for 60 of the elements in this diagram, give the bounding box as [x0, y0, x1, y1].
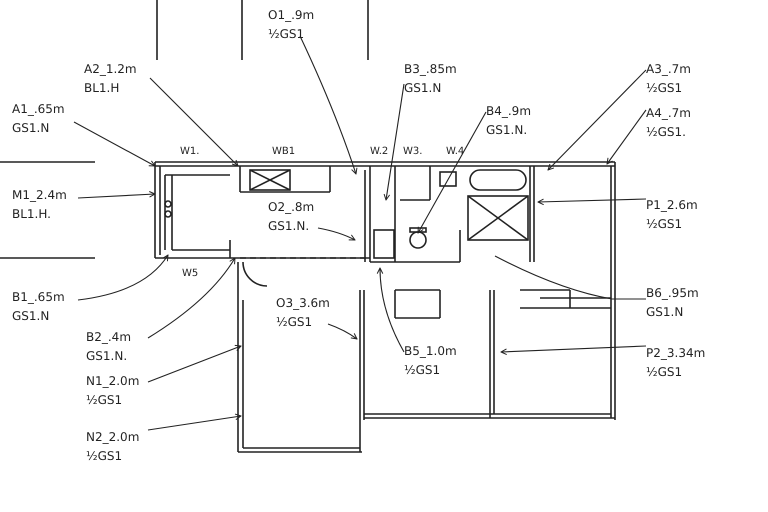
- wall-spec-label: ½GS1: [276, 315, 312, 330]
- leader-line: [150, 78, 238, 166]
- leader-line: [418, 112, 486, 234]
- leader-line: [500, 345, 646, 356]
- wall-length-label: N1_2.0m: [86, 374, 140, 389]
- window-label: W1.: [180, 146, 200, 158]
- wall-spec-label: BL1.H: [84, 81, 120, 96]
- leader-line: [494, 256, 646, 300]
- window-label: W3.: [403, 146, 422, 158]
- wall-length-label: O3_3.6m: [276, 296, 330, 311]
- wall-length-label: M1_2.4m: [12, 188, 67, 203]
- leader-line: [78, 191, 156, 199]
- leader-line: [384, 84, 405, 200]
- wall-length-label: B1_.65m: [12, 290, 65, 305]
- wall-length-label: B2_.4m: [86, 330, 132, 345]
- wall-length-label: A4_.7m: [646, 106, 691, 121]
- wall-spec-label: ½GS1: [646, 81, 682, 96]
- wall-spec-label: GS1.N: [404, 81, 442, 96]
- wall-spec-label: BL1.H.: [12, 207, 51, 222]
- wall-spec-label: GS1.N.: [268, 219, 310, 234]
- leader-line: [548, 70, 646, 170]
- leader-line: [606, 110, 646, 164]
- wall-length-label: B5_1.0m: [404, 344, 457, 359]
- wall-length-label: B3_.85m: [404, 62, 457, 77]
- wall-length-label: A1_.65m: [12, 102, 65, 117]
- leader-line: [148, 258, 236, 338]
- leader-line: [74, 122, 156, 166]
- wall-length-label: A2_1.2m: [84, 62, 137, 77]
- leader-line: [148, 344, 242, 383]
- leader-line: [300, 36, 358, 174]
- wall-spec-label: ½GS1: [646, 217, 682, 232]
- wall-length-label: N2_2.0m: [86, 430, 140, 445]
- leader-line: [78, 254, 168, 301]
- wall-spec-label: ½GS1: [86, 393, 122, 408]
- wall-spec-label: GS1.N.: [86, 349, 128, 364]
- wall-length-label: A3_.7m: [646, 62, 691, 77]
- wall-length-label: O2_.8m: [268, 200, 314, 215]
- leader-line: [328, 323, 358, 340]
- leader-line: [148, 414, 242, 431]
- wall-spec-label: GS1.N: [12, 121, 50, 136]
- wall-length-label: P2_3.34m: [646, 346, 706, 361]
- wall-length-label: O1_.9m: [268, 8, 314, 23]
- leader-line: [376, 268, 404, 352]
- window-label: W.4: [446, 146, 464, 158]
- wall-spec-label: ½GS1: [86, 449, 122, 464]
- window-label: W.2: [370, 146, 388, 158]
- leader-line: [318, 227, 356, 240]
- window-label: WB1: [272, 146, 296, 158]
- leader-line: [538, 198, 646, 206]
- wall-spec-label: ½GS1: [404, 363, 440, 378]
- window-label: W5: [182, 268, 198, 280]
- wall-spec-label: ½GS1: [268, 27, 304, 42]
- wall-spec-label: GS1.N.: [486, 123, 528, 138]
- wall-length-label: B6_.95m: [646, 286, 699, 301]
- wall-spec-label: ½GS1.: [646, 125, 686, 140]
- wall-length-label: B4_.9m: [486, 104, 532, 119]
- wall-spec-label: GS1.N: [646, 305, 684, 320]
- wall-spec-label: GS1.N: [12, 309, 50, 324]
- wall-length-label: P1_2.6m: [646, 198, 698, 213]
- wall-spec-label: ½GS1: [646, 365, 682, 380]
